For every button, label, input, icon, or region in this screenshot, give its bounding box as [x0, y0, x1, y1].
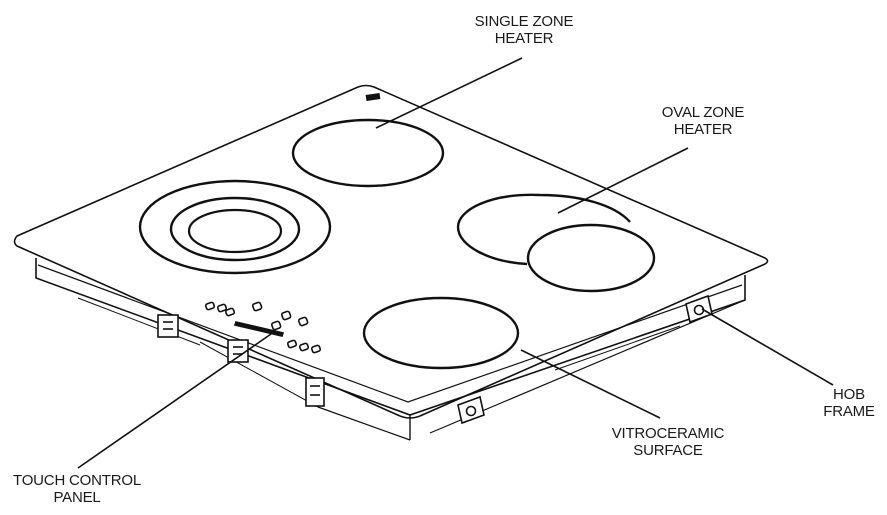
double-ring-heater	[138, 179, 332, 275]
oval-zone-heater-label: OVAL ZONE HEATER	[661, 104, 745, 138]
single-zone-heater-label: SINGLE ZONE HEATER	[474, 13, 574, 47]
leader-lines	[77, 57, 834, 469]
hob-body	[35, 258, 746, 441]
vitroceramic-surface-label: VITROCERAMIC SURFACE	[611, 425, 725, 459]
vitroceramic-glass	[13, 84, 769, 419]
hob-frame-clips	[157, 294, 713, 425]
oval-zone-heater	[456, 193, 656, 293]
touch-control-panel-label: TOUCH CONTROL PANEL	[13, 472, 141, 506]
front-heater	[362, 296, 520, 370]
touch-control-buttons	[204, 301, 322, 354]
single-zone-heater	[291, 118, 445, 188]
hob-frame-label: HOB FRAME	[823, 386, 875, 420]
